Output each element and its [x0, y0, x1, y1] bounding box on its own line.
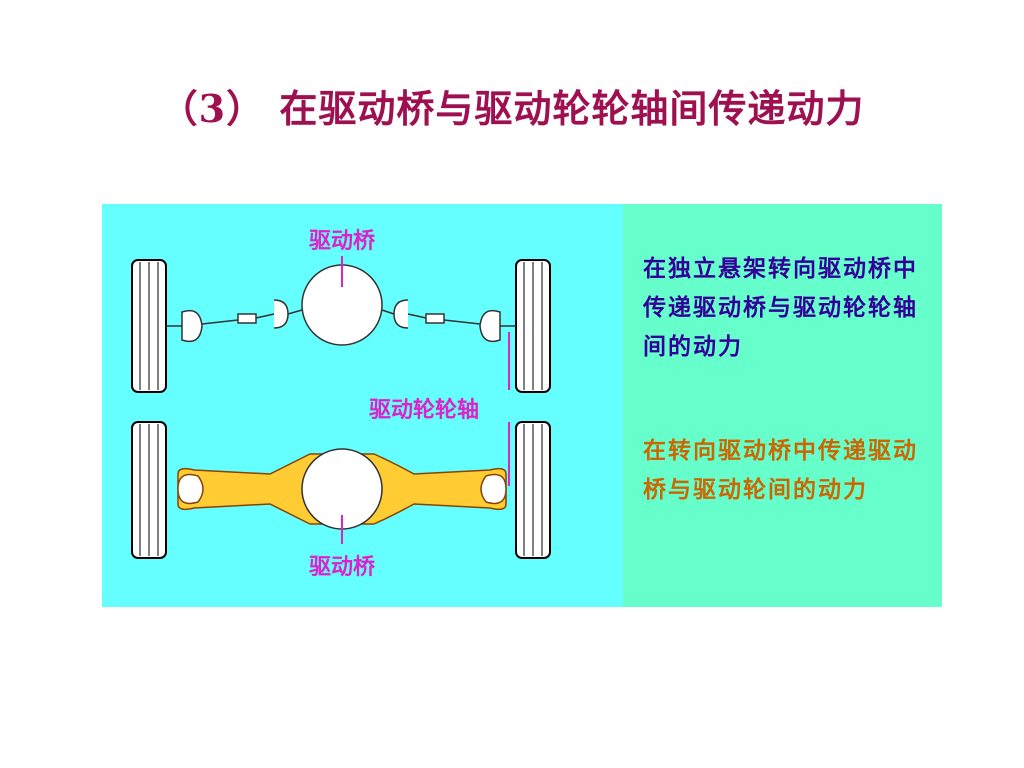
bottom-steering-knuckles: [177, 473, 507, 505]
caption-independent-suspension: 在独立悬架转向驱动桥中传递驱动桥与驱动轮轮轴间的动力: [643, 256, 918, 360]
diagram-figure: 驱动桥 驱动轮轮轴: [102, 204, 942, 607]
top-right-wheel: [515, 259, 551, 393]
caption-steering-drive-axle: 在转向驱动桥中传递驱动桥与驱动轮间的动力: [643, 438, 918, 503]
top-half-shafts: [166, 299, 516, 343]
bottom-right-wheel: [515, 421, 551, 559]
slide-title: （3） 在驱动桥与驱动轮轮轴间传递动力: [159, 86, 865, 131]
drive-axle-drawing: 驱动桥 驱动轮轮轴: [131, 228, 551, 580]
bottom-left-wheel: [131, 421, 167, 559]
drive-axle-diagram-panel: 驱动桥 驱动轮轮轴: [102, 204, 623, 607]
caption-panel: 在独立悬架转向驱动桥中传递驱动桥与驱动轮轮轴间的动力 在转向驱动桥中传递驱动桥与…: [623, 204, 942, 607]
top-left-wheel: [131, 259, 167, 393]
label-top-drive-axle: 驱动桥: [309, 228, 375, 254]
label-wheel-axle: 驱动轮轮轴: [369, 397, 479, 423]
label-bottom-drive-axle: 驱动桥: [309, 554, 375, 580]
